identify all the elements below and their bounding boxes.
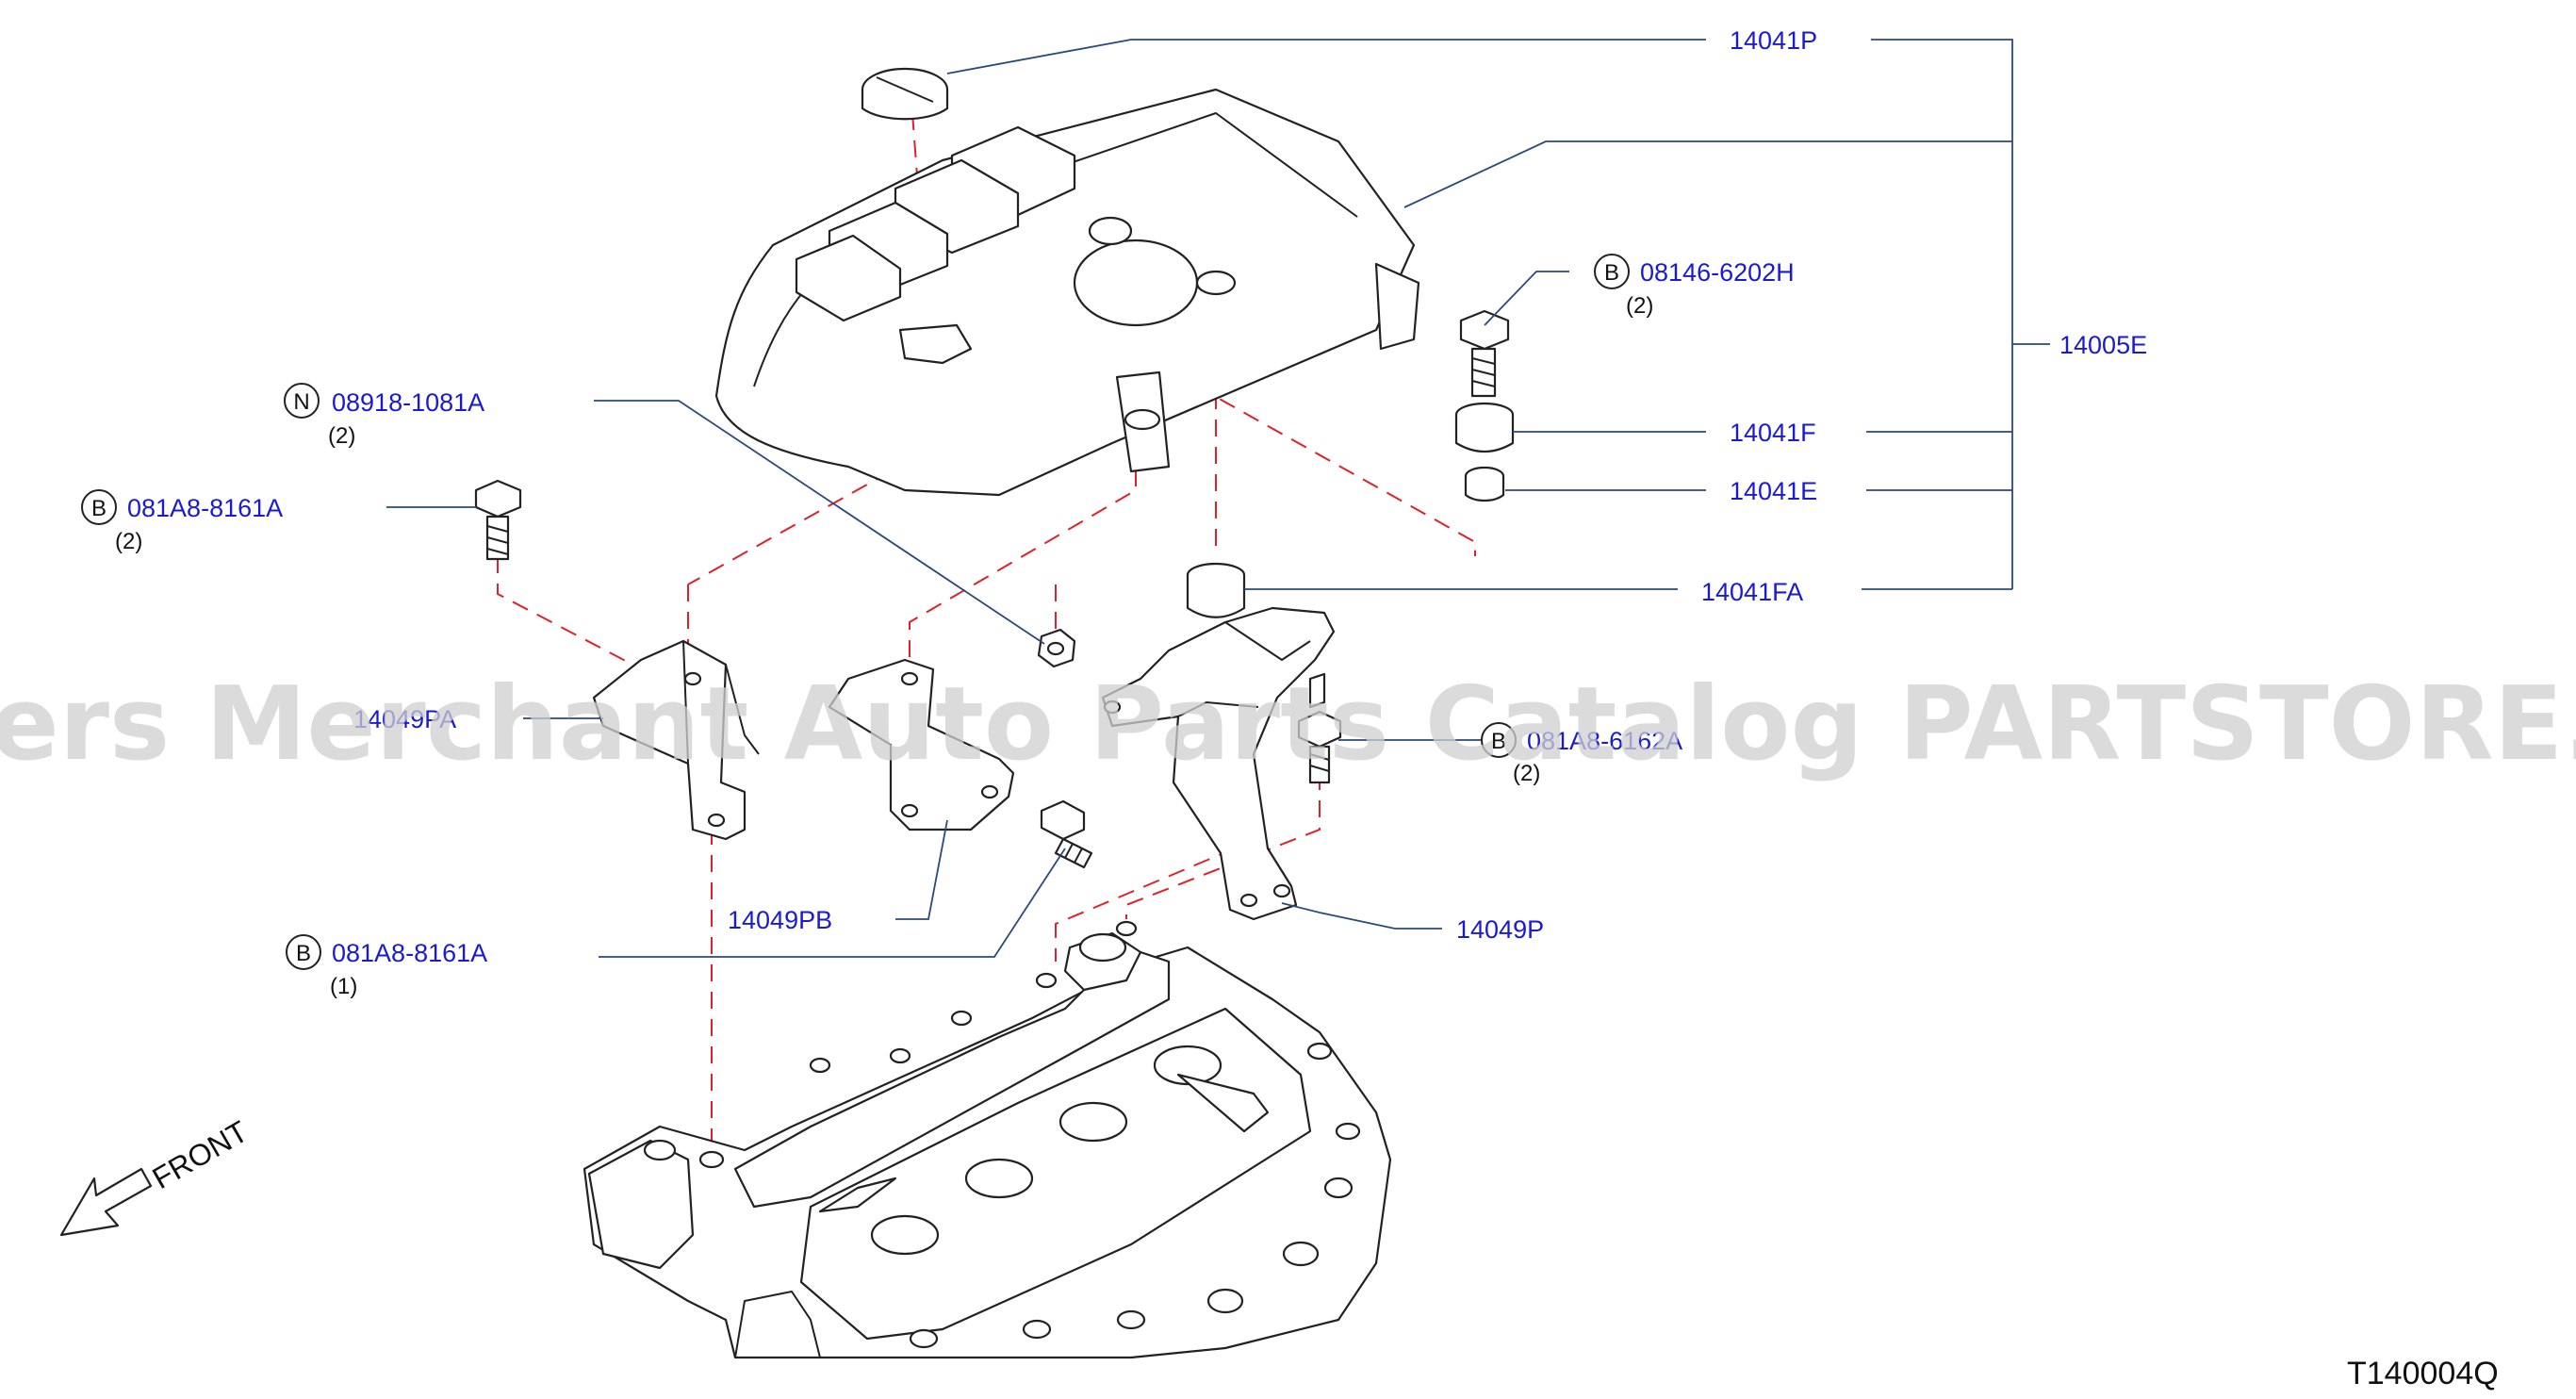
front-label: FRONT bbox=[147, 1114, 254, 1195]
bolt-08146[interactable] bbox=[1459, 309, 1510, 398]
leader-lines bbox=[386, 39, 2050, 958]
label-14041FA: 14041FA bbox=[1701, 578, 1803, 606]
label-14049PB: 14049PB bbox=[728, 906, 832, 934]
label-14049P: 14049P bbox=[1456, 915, 1544, 944]
badge-circle bbox=[284, 383, 320, 419]
callout-14049PB[interactable]: 14049PB bbox=[728, 906, 832, 934]
badge-letter: B bbox=[91, 496, 107, 521]
front-indicator: FRONT bbox=[59, 1114, 254, 1237]
qty-081A8-8161A-lower: (1) bbox=[330, 974, 357, 999]
callout-08918-1081A[interactable]: N 08918-1081A (2) bbox=[284, 383, 484, 449]
badge-circle bbox=[1594, 254, 1630, 289]
callout-14005E[interactable]: 14005E bbox=[2059, 331, 2147, 359]
bracket-14049PA[interactable] bbox=[592, 639, 760, 841]
badge-circle bbox=[1481, 722, 1517, 758]
label-08146-6202H: 08146-6202H bbox=[1640, 258, 1795, 287]
badge-letter: B bbox=[296, 941, 311, 966]
callout-14041P[interactable]: 14041P bbox=[1730, 26, 1817, 55]
qty-08918-1081A: (2) bbox=[328, 423, 355, 449]
callout-14049P[interactable]: 14049P bbox=[1456, 915, 1544, 944]
badge-circle bbox=[286, 934, 321, 970]
label-081A8-8161A-left: 081A8-8161A bbox=[127, 494, 283, 522]
callout-bolt-right[interactable]: B 081A8-6162A (2) bbox=[1481, 722, 1682, 786]
qty-081A8-8161A-left: (2) bbox=[115, 529, 142, 554]
callout-081A8-8161A-lower[interactable]: B 081A8-8161A (1) bbox=[286, 934, 487, 999]
label-08918-1081A: 08918-1081A bbox=[332, 388, 484, 417]
grommet-14041E[interactable] bbox=[1464, 466, 1505, 502]
callout-14041F[interactable]: 14041F bbox=[1730, 419, 1816, 447]
callout-08146-6202H[interactable]: B 08146-6202H (2) bbox=[1594, 254, 1795, 319]
badge-letter: B bbox=[1491, 729, 1506, 754]
bracket-14049PB[interactable] bbox=[828, 658, 1015, 831]
callout-081A8-8161A-left[interactable]: B 081A8-8161A (2) bbox=[81, 489, 283, 554]
callout-14041FA[interactable]: 14041FA bbox=[1701, 578, 1803, 606]
engine-cover[interactable] bbox=[714, 88, 1420, 497]
label-14005E: 14005E bbox=[2059, 331, 2147, 359]
label-14041P: 14041P bbox=[1730, 26, 1817, 55]
cylinder-head[interactable] bbox=[582, 920, 1392, 1359]
bolt-081A8-left[interactable] bbox=[474, 479, 522, 561]
grommet-14041F[interactable] bbox=[1454, 402, 1515, 453]
front-arrow-icon bbox=[59, 1167, 153, 1237]
nut-08918[interactable] bbox=[1037, 628, 1076, 668]
watermark: Offers Merchant Auto Parts Catalog PARTS… bbox=[0, 666, 2576, 783]
bolt-right[interactable] bbox=[1297, 710, 1342, 784]
bolt-081A8-lower[interactable] bbox=[1040, 799, 1093, 869]
label-14041E: 14041E bbox=[1730, 477, 1817, 505]
callout-14049PA[interactable]: 14049PA bbox=[353, 705, 456, 733]
bracket-14049P[interactable] bbox=[1101, 606, 1336, 921]
label-14041F: 14041F bbox=[1730, 419, 1816, 447]
badge-letter: B bbox=[1604, 260, 1619, 286]
label-081A8-8161A-lower: 081A8-8161A bbox=[332, 939, 487, 967]
label-14049PA: 14049PA bbox=[353, 705, 456, 733]
callout-14041E[interactable]: 14041E bbox=[1730, 477, 1817, 505]
badge-circle bbox=[81, 489, 117, 525]
qty-08146-6202H: (2) bbox=[1626, 293, 1653, 319]
label-bolt-right: 081A8-6162A bbox=[1527, 727, 1682, 755]
oil-filler-cap[interactable] bbox=[861, 67, 949, 121]
grommet-14041FA[interactable] bbox=[1186, 562, 1246, 618]
badge-letter: N bbox=[293, 389, 309, 415]
figure-code: T140004Q bbox=[2347, 1356, 2499, 1391]
qty-bolt-right: (2) bbox=[1513, 761, 1540, 786]
